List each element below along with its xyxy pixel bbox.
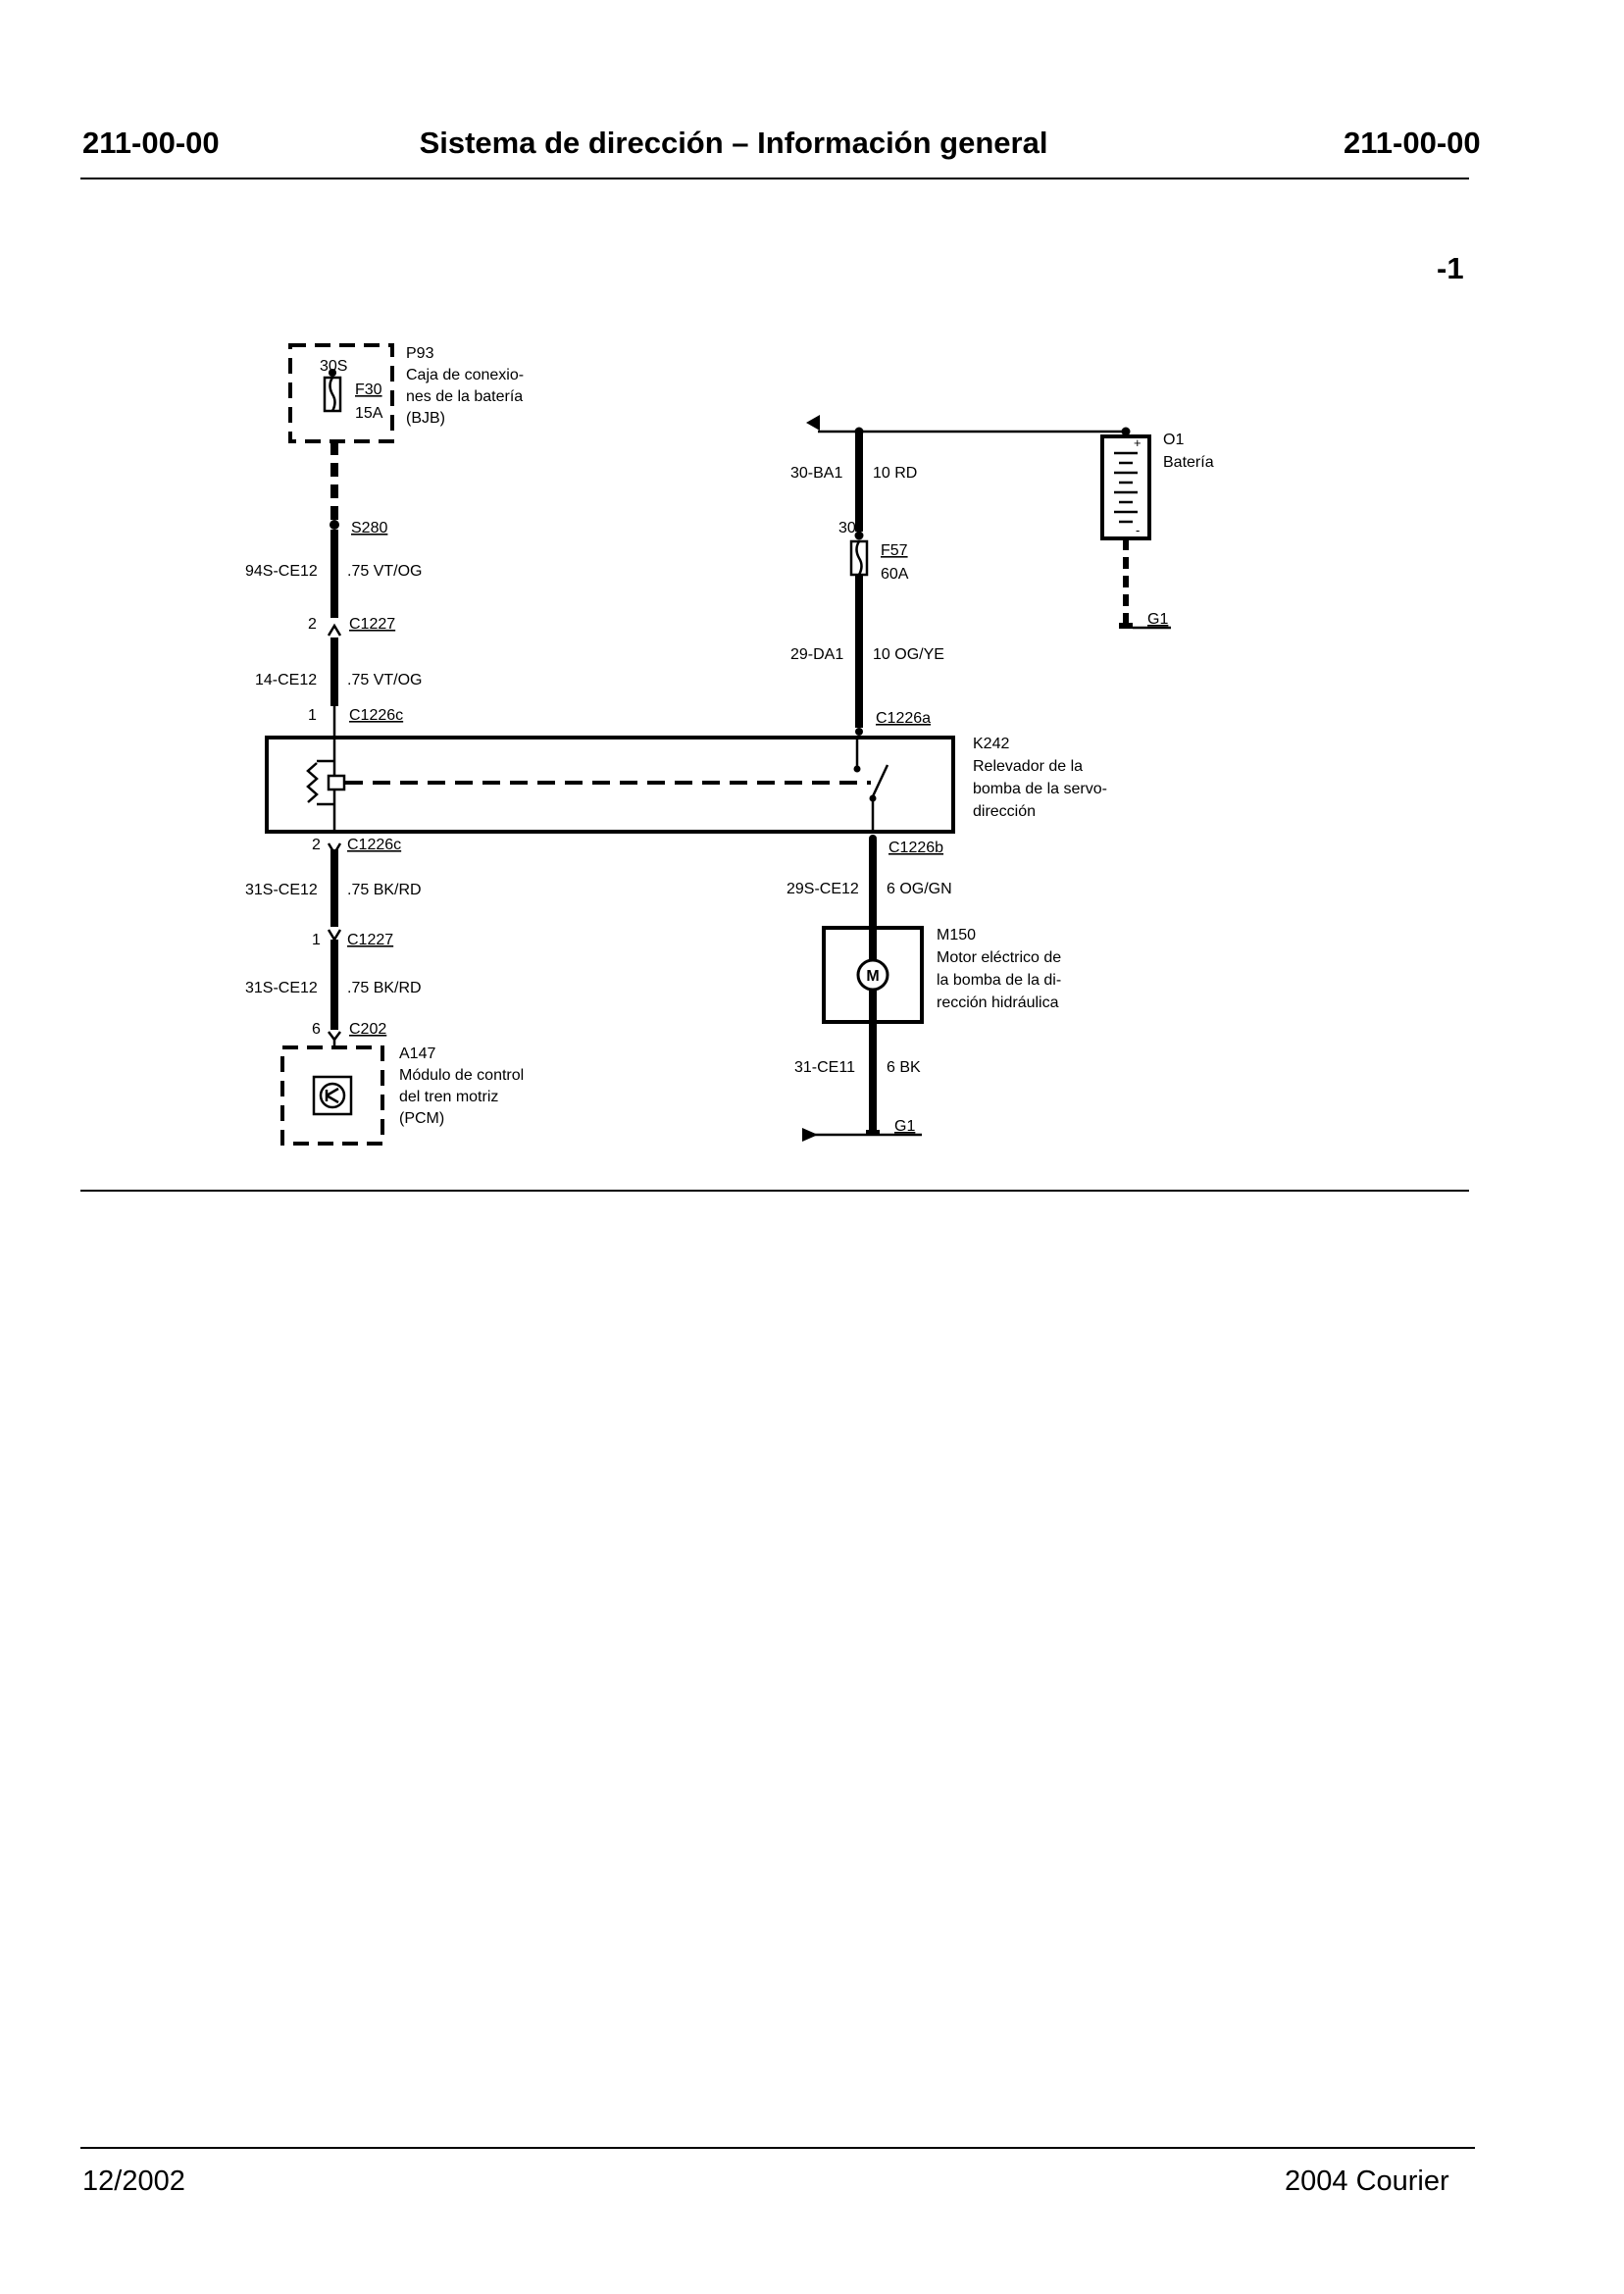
wire-29da-circuit: 29-DA1 xyxy=(790,646,843,663)
k242-switch-contact xyxy=(853,765,861,773)
battery-minus: - xyxy=(1136,523,1140,537)
battery-plus: + xyxy=(1134,435,1142,450)
c1226b-label: C1226b xyxy=(888,840,943,856)
pcm-transistor-leads xyxy=(325,1087,339,1104)
p93-terminal-dot xyxy=(329,369,336,377)
f57-rating-label: 60A xyxy=(881,566,909,583)
pcm-symbol-frame xyxy=(312,1075,353,1116)
a147-desc-3: (PCM) xyxy=(399,1110,444,1127)
f57-terminal: 30 xyxy=(838,520,856,536)
wire-30ba-spec: 10 RD xyxy=(873,465,917,482)
o1-desc: Batería xyxy=(1163,454,1214,471)
c1227-bottom-label: C1227 xyxy=(347,932,393,948)
f57-fuse-label: F57 xyxy=(881,542,908,559)
c1227-top-connector xyxy=(327,623,342,637)
p93-terminal-label: 30S xyxy=(320,358,347,375)
feed-arrow-left xyxy=(806,415,820,431)
wire-94s-spec: .75 VT/OG xyxy=(347,563,422,580)
f30-rating-label: 15A xyxy=(355,405,383,422)
wire-14ce-spec: .75 VT/OG xyxy=(347,672,422,688)
c202-label: C202 xyxy=(349,1021,386,1038)
c1226c-top-pin: 1 xyxy=(308,707,317,724)
footer-model: 2004 Courier xyxy=(1285,2166,1449,2197)
wire-94s-circuit: 94S-CE12 xyxy=(245,563,318,580)
wire-29s-spec: 6 OG/GN xyxy=(887,881,952,897)
header-code-right: 211-00-00 xyxy=(1344,126,1481,160)
m150-desc-2: la bomba de la di- xyxy=(937,972,1061,989)
k242-coil-symbol xyxy=(306,762,319,803)
wire-31ce-spec: 6 BK xyxy=(887,1059,921,1076)
page-number: -1 xyxy=(1437,251,1464,285)
p93-desc-1: Caja de conexio- xyxy=(406,367,524,383)
wire-31ce-circuit: 31-CE11 xyxy=(794,1059,855,1076)
o1-id: O1 xyxy=(1163,432,1184,448)
footer-rule xyxy=(80,2147,1475,2149)
p93-id: P93 xyxy=(406,345,434,362)
g1-battery-ground-symbol xyxy=(1119,623,1133,629)
c1227-top-label: C1227 xyxy=(349,616,395,633)
p93-desc-2: nes de la batería xyxy=(406,388,523,405)
k242-switch-blade xyxy=(871,764,889,797)
c1226a-contact xyxy=(855,728,863,736)
a147-desc-2: del tren motriz xyxy=(399,1089,498,1105)
m150-desc-3: rección hidráulica xyxy=(937,994,1059,1011)
page-title: Sistema de dirección – Información gener… xyxy=(419,126,1048,160)
m150-desc-1: Motor eléctrico de xyxy=(937,949,1061,966)
a147-id: A147 xyxy=(399,1045,435,1062)
a147-pcm-box xyxy=(280,1045,384,1146)
c1227-bottom-pin: 1 xyxy=(312,932,321,948)
m150-motor-letter: M xyxy=(866,968,879,985)
f30-fuse-element xyxy=(329,377,336,412)
f57-terminal-dot xyxy=(854,531,864,540)
m150-motor-symbol xyxy=(856,958,889,992)
f57-fuse-element xyxy=(855,540,863,576)
wire-31s-a-spec: .75 BK/RD xyxy=(347,882,422,898)
g1-battery-label: G1 xyxy=(1147,611,1168,628)
header-rule xyxy=(80,178,1469,179)
k242-desc-1: Relevador de la xyxy=(973,758,1083,775)
f30-fuse-label: F30 xyxy=(355,382,382,398)
c1226a-label: C1226a xyxy=(876,710,931,727)
p93-desc-3: (BJB) xyxy=(406,410,445,427)
p93-junction-box xyxy=(288,343,394,443)
g1-ground-symbol xyxy=(866,1130,880,1136)
c1226c-top-label: C1226c xyxy=(349,707,403,724)
ground-arrow-right xyxy=(802,1128,818,1142)
wire-29da-spec: 10 OG/YE xyxy=(873,646,944,663)
k242-coil-core xyxy=(327,774,346,791)
s280-splice xyxy=(330,520,339,530)
diagram-bottom-rule xyxy=(80,1190,1469,1192)
k242-desc-2: bomba de la servo- xyxy=(973,781,1107,797)
o1-battery-symbol xyxy=(1100,434,1151,540)
k242-relay-box xyxy=(265,736,955,834)
s280-label: S280 xyxy=(351,520,387,536)
c202-pin: 6 xyxy=(312,1021,321,1038)
wire-14ce-circuit: 14-CE12 xyxy=(255,672,317,688)
k242-desc-3: dirección xyxy=(973,803,1036,820)
wire-31s-b-spec: .75 BK/RD xyxy=(347,980,422,996)
c1226c-bottom-label: C1226c xyxy=(347,837,401,853)
k242-id: K242 xyxy=(973,736,1009,752)
c1227-top-pin: 2 xyxy=(308,616,317,633)
m150-id: M150 xyxy=(937,927,976,943)
pcm-transistor-symbol xyxy=(319,1082,346,1109)
wire-30ba-circuit: 30-BA1 xyxy=(790,465,842,482)
battery-cells xyxy=(1114,451,1138,524)
wire-31s-a-circuit: 31S-CE12 xyxy=(245,882,318,898)
g1-bottom-label: G1 xyxy=(894,1118,915,1135)
wire-29s-circuit: 29S-CE12 xyxy=(787,881,859,897)
c1227-bottom-connector xyxy=(327,929,342,943)
c1226c-bottom-pin: 2 xyxy=(312,837,321,853)
battery-positive-dot xyxy=(1121,427,1131,436)
a147-desc-1: Módulo de control xyxy=(399,1067,524,1084)
wire-31s-b-circuit: 31S-CE12 xyxy=(245,980,318,996)
header-code-left: 211-00-00 xyxy=(82,126,220,160)
footer-date: 12/2002 xyxy=(82,2166,185,2197)
